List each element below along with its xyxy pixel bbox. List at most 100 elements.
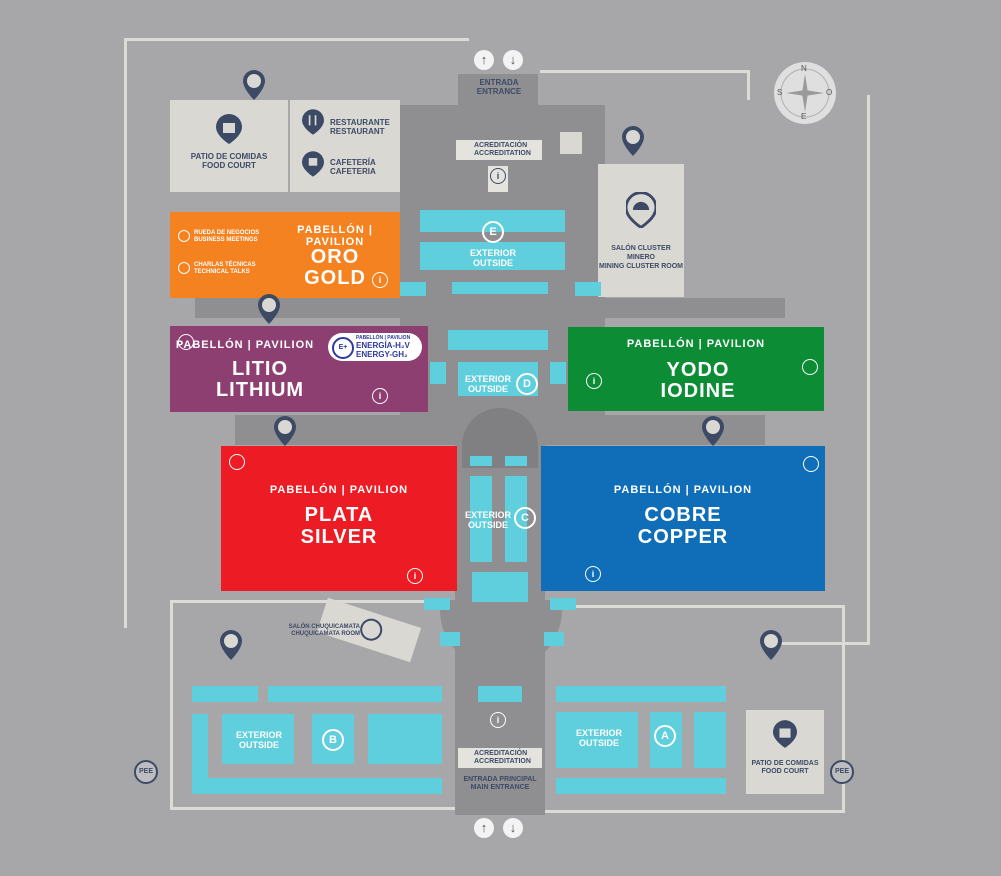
outside-area-c-2 xyxy=(505,456,527,466)
outside-area-plaza-1 xyxy=(424,598,450,610)
main-entrance-in-arrow-icon: ↑ xyxy=(474,818,494,838)
restroom-icon xyxy=(258,294,280,324)
compass-icon: N E S O xyxy=(774,62,836,124)
cafeteria-icon xyxy=(302,151,324,177)
outside-area-sw-2 xyxy=(268,686,442,702)
cobre-pin-icon xyxy=(803,456,819,472)
outside-area-e-2 xyxy=(420,242,565,270)
food-court-icon xyxy=(216,114,242,144)
outside-area-plaza-3 xyxy=(440,632,460,646)
oro-info-icon[interactable]: i xyxy=(372,272,388,288)
energy-badge[interactable]: E+ PABELLÓN | PAVILION ENERGÍA-H₂V ENERG… xyxy=(328,333,422,361)
outside-area-sw-3 xyxy=(192,714,208,794)
outside-area-c-3 xyxy=(470,476,492,562)
outside-area-c-5 xyxy=(472,572,528,602)
outside-area-sw-1 xyxy=(192,686,258,702)
top-entrance-gate xyxy=(458,74,538,106)
south-info-icon[interactable]: i xyxy=(490,712,506,728)
pavilion-plata-silver[interactable]: PABELLÓN | PAVILION PLATA SILVER i xyxy=(221,446,457,591)
yodo-info-icon[interactable]: i xyxy=(586,373,602,389)
yodo-pin-icon xyxy=(802,359,818,375)
outside-d-marker: D xyxy=(516,373,538,395)
pavilion-yodo-iodine[interactable]: PABELLÓN | PAVILION YODO IODINE i xyxy=(568,327,824,411)
outside-e-marker: E xyxy=(482,221,504,243)
pavilion-litio-lithium[interactable]: PABELLÓN | PAVILION LITIO LITHIUM E+ PAB… xyxy=(170,326,428,412)
outside-area-small-2 xyxy=(452,282,548,294)
perimeter-outline-southwest xyxy=(170,600,470,810)
compass-east: O xyxy=(826,88,833,97)
main-entrance-out-arrow-icon: ↓ xyxy=(503,818,523,838)
compass-south: E xyxy=(801,112,807,121)
outside-area-se-3 xyxy=(694,712,726,768)
business-meetings-icon xyxy=(178,230,190,242)
cobre-info-icon[interactable]: i xyxy=(585,566,601,582)
restaurant-icon xyxy=(302,109,324,135)
outside-area-sw-5 xyxy=(368,714,442,764)
outside-c-marker: C xyxy=(514,507,536,529)
outside-area-spine-south xyxy=(478,686,522,702)
pavilion-cobre-copper[interactable]: PABELLÓN | PAVILION COBRE COPPER i xyxy=(541,446,825,591)
restroom-icon xyxy=(760,630,782,660)
outside-area-plaza-2 xyxy=(550,598,576,610)
restroom-icon xyxy=(702,416,724,446)
perimeter-outline-northeast xyxy=(540,70,750,100)
restroom-icon xyxy=(243,70,265,100)
outside-area-d-top xyxy=(448,330,548,350)
outside-area-se-4 xyxy=(556,778,726,794)
outside-area-c-1 xyxy=(470,456,492,466)
litio-pin-icon xyxy=(178,334,194,350)
pavilion-oro-gold[interactable]: PABELLÓN | PAVILION ORO GOLD RUEDA DE NE… xyxy=(170,212,400,298)
litio-info-icon[interactable]: i xyxy=(372,388,388,404)
compass-west: S xyxy=(777,88,783,97)
entrance-out-arrow-icon: ↓ xyxy=(503,50,523,70)
outside-area-b xyxy=(222,714,294,764)
pee-marker-west: PEE xyxy=(134,760,158,784)
technical-talks-icon xyxy=(178,262,190,274)
entrance-in-arrow-icon: ↑ xyxy=(474,50,494,70)
outside-b-marker: B xyxy=(322,729,344,751)
outside-area-d-right xyxy=(550,362,566,384)
outside-area-d-left xyxy=(430,362,446,384)
perimeter-outline-east xyxy=(770,95,870,645)
plata-pin-icon xyxy=(229,454,245,470)
restroom-icon xyxy=(274,416,296,446)
compass-north: N xyxy=(801,64,807,73)
perimeter-outline-southeast xyxy=(525,605,845,813)
download-point xyxy=(560,132,582,154)
mining-helmet-icon xyxy=(626,192,656,228)
outside-area-sw-6 xyxy=(208,778,442,794)
food-court-south-icon xyxy=(773,720,797,748)
outside-area-plaza-4 xyxy=(544,632,564,646)
west-connector-oro xyxy=(195,298,785,318)
energy-plus-icon: E+ xyxy=(332,337,354,359)
north-info-icon[interactable]: i xyxy=(490,168,506,184)
restroom-icon xyxy=(622,126,644,156)
pee-marker-east: PEE xyxy=(830,760,854,784)
plata-info-icon[interactable]: i xyxy=(407,568,423,584)
chuquicamata-icon xyxy=(357,615,386,644)
restroom-icon xyxy=(220,630,242,660)
outside-a-marker: A xyxy=(654,725,676,747)
outside-area-se-2 xyxy=(556,712,638,768)
perimeter-outline-north xyxy=(124,38,469,628)
outside-area-small-3 xyxy=(575,282,601,296)
outside-area-small-1 xyxy=(400,282,426,296)
outside-area-se-1 xyxy=(556,686,726,702)
